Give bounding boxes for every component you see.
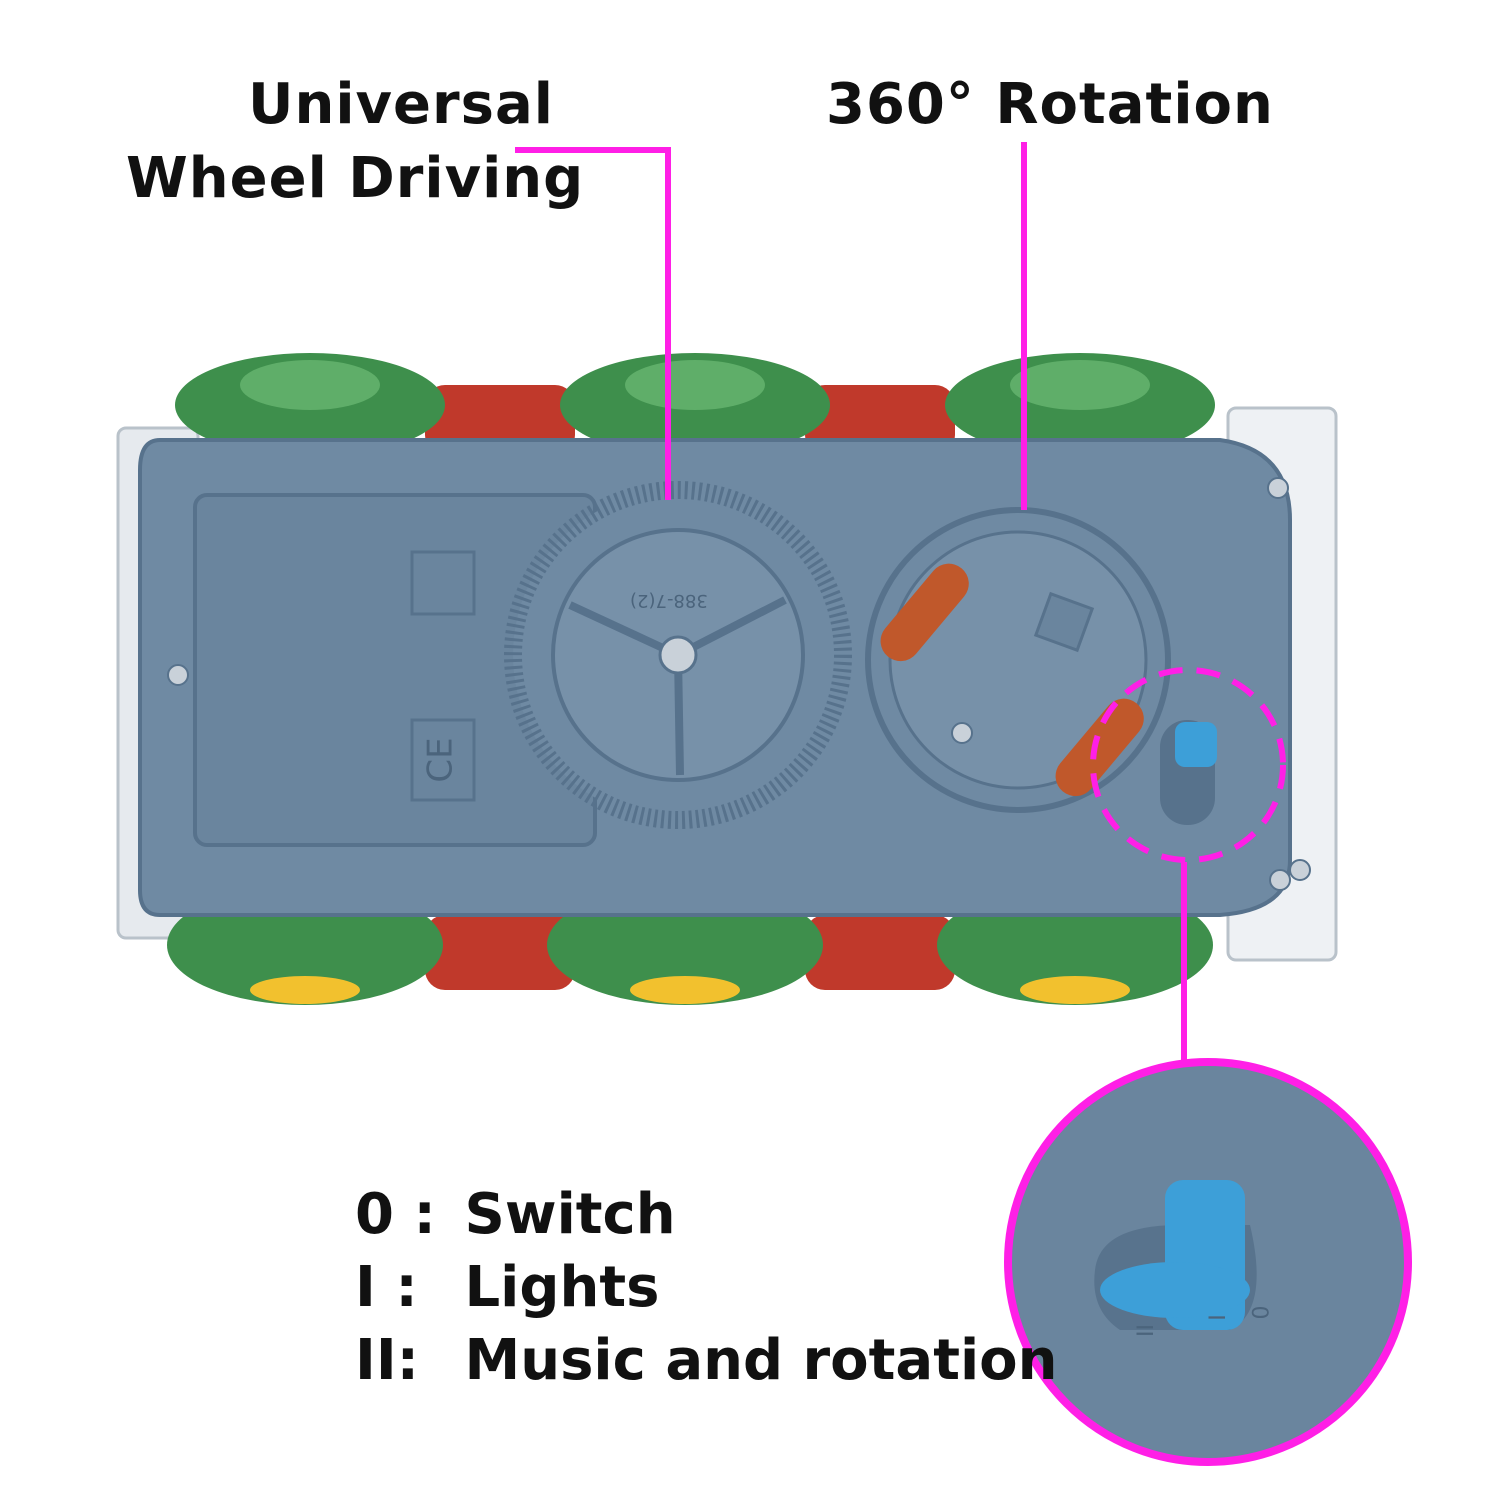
legend-key: II: — [355, 1328, 420, 1393]
disc-screw — [951, 722, 973, 744]
corner-screw — [1289, 859, 1311, 881]
yellow-hub — [250, 976, 360, 1004]
red-connector — [805, 915, 955, 990]
corner-screw — [1267, 477, 1289, 499]
switch-zoom-inset — [1004, 1058, 1412, 1466]
yellow-hub — [630, 976, 740, 1004]
gear-spoke — [674, 654, 684, 776]
gear-screw — [658, 635, 698, 675]
orange-light-window — [880, 563, 969, 662]
ce-marking: CE — [420, 737, 461, 783]
corner-screw — [1269, 869, 1291, 891]
red-connector — [425, 385, 575, 455]
zoom-inset-border — [1004, 1058, 1412, 1466]
legend-switch: 0 : Switch — [355, 1182, 676, 1247]
slider-switch[interactable] — [1175, 722, 1217, 767]
switch-position-1: I — [1205, 1314, 1231, 1321]
legend-lights: I : Lights — [355, 1255, 659, 1320]
red-connector — [805, 385, 955, 455]
legend-key: 0 : — [355, 1182, 436, 1247]
switch-highlight-circle — [1090, 667, 1286, 863]
green-wheel-cap — [240, 360, 380, 410]
cover-screw — [167, 664, 189, 686]
disc-square-key — [1033, 591, 1095, 653]
callout-lines — [515, 142, 1286, 1060]
legend-text: Switch — [464, 1182, 676, 1247]
switch-position-0: 0 — [1249, 1305, 1275, 1320]
yellow-hub — [1020, 976, 1130, 1004]
switch-position-2: II — [1133, 1324, 1159, 1337]
drive-gear — [504, 481, 852, 829]
legend-music-rotation: II: Music and rotation — [355, 1328, 1058, 1393]
wheel-callout-line — [515, 147, 671, 500]
gear-spoke — [568, 601, 680, 659]
zoom-slider-foot — [1100, 1262, 1250, 1318]
top-wheels — [175, 353, 1215, 457]
gear-spoke — [676, 596, 787, 659]
callout-360-rotation: 360° Rotation — [826, 72, 1274, 137]
callout-wheel-driving: Wheel Driving — [126, 146, 585, 211]
orange-light-window — [1055, 698, 1144, 797]
part-code-marking: 388-7(2) — [630, 590, 708, 611]
ce-mark-box — [410, 718, 476, 802]
legend-text: Music and rotation — [464, 1328, 1058, 1393]
green-wheel-cap — [625, 360, 765, 410]
recycle-mark — [410, 550, 476, 616]
green-wheel-cap — [1010, 360, 1150, 410]
callout-universal: Universal — [248, 72, 554, 137]
rotation-disc — [865, 507, 1171, 813]
legend-text: Lights — [464, 1255, 660, 1320]
red-connector — [425, 915, 575, 990]
legend-key: I : — [355, 1255, 418, 1320]
